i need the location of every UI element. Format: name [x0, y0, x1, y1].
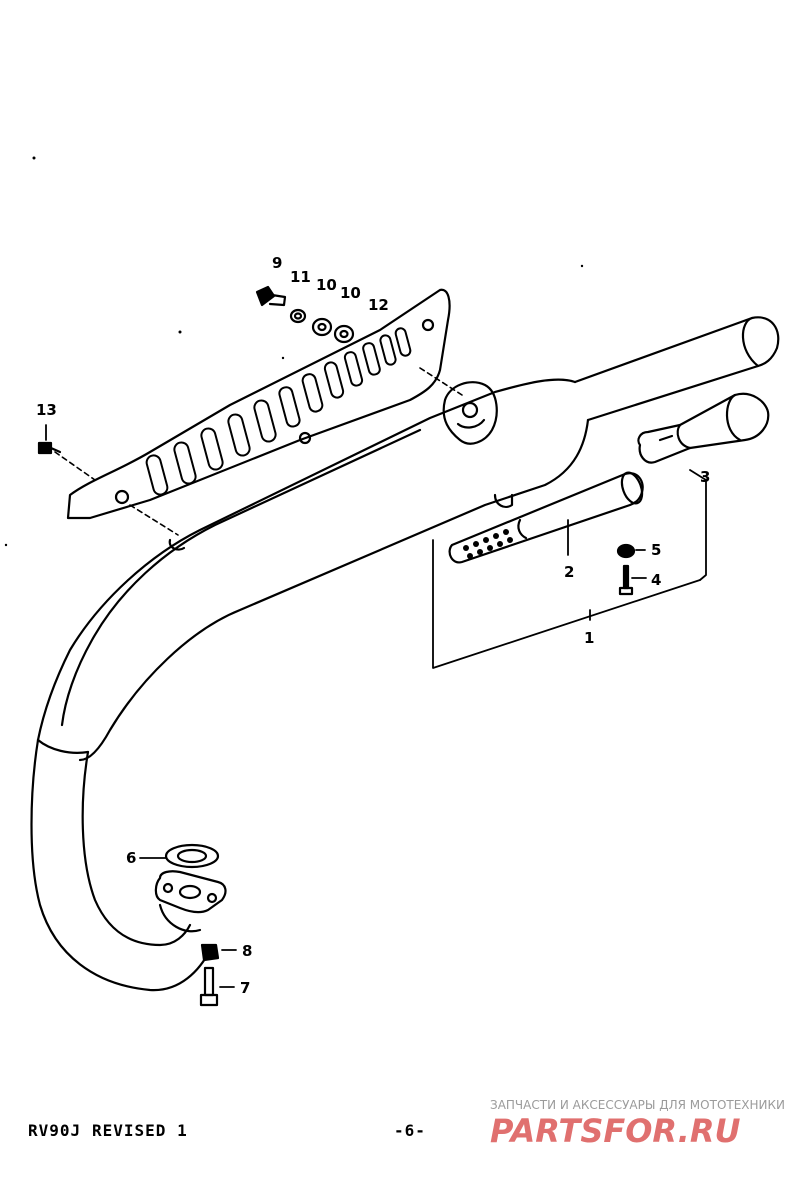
stud-bolt-part-7	[199, 966, 219, 1007]
washer-part-10b	[333, 324, 355, 344]
callout-12: 12	[368, 296, 389, 314]
callout-7: 7	[240, 979, 250, 997]
callout-10a: 10	[316, 276, 337, 294]
washer-part-11	[289, 308, 307, 324]
bolt-part-13	[37, 441, 62, 455]
callout-5: 5	[651, 541, 661, 559]
nut-part-8	[200, 943, 220, 962]
gasket-part-6	[164, 843, 220, 869]
footer-page-number: -6-	[394, 1121, 426, 1140]
watermark-logo-text: PARTSFOR.RU	[490, 1112, 740, 1150]
scan-specks	[4, 156, 584, 547]
callout-4: 4	[651, 571, 661, 589]
muffler-mount-bracket	[442, 381, 498, 445]
callout-2: 2	[564, 563, 574, 581]
bolt-part-9	[255, 285, 287, 307]
washer-part-10a	[311, 317, 333, 337]
screw-part-4	[618, 564, 634, 596]
footer-model-code: RV90J	[28, 1121, 82, 1140]
nut-part-5	[616, 543, 636, 559]
callout-13: 13	[36, 401, 57, 419]
flange-part-6b	[154, 870, 227, 914]
silencer-insert-part-2	[448, 471, 644, 564]
callout-6: 6	[126, 849, 136, 867]
heat-shield-part-12	[66, 288, 451, 520]
part-1-group-bracket	[45, 424, 707, 988]
watermark-tagline: ЗАПЧАСТИ И АКСЕССУАРЫ ДЛЯ МОТОТЕХНИКИ	[490, 1098, 786, 1112]
watermark-logo: PARTSFOR.RU	[490, 1112, 740, 1150]
leader-lines	[54, 367, 463, 536]
callout-11: 11	[290, 268, 311, 286]
exhaust-pipe-part-1	[30, 316, 780, 992]
callout-3: 3	[700, 468, 710, 486]
callout-10b: 10	[340, 284, 361, 302]
callout-9: 9	[272, 254, 282, 272]
callout-1: 1	[584, 629, 594, 647]
callout-8: 8	[242, 942, 252, 960]
tail-cap-part-3	[637, 392, 770, 464]
callout-labels: 9 11 10 10 12 13 3 2 5 4 1 6 8 7	[36, 254, 710, 997]
footer-revision: REVISED 1	[92, 1121, 188, 1140]
